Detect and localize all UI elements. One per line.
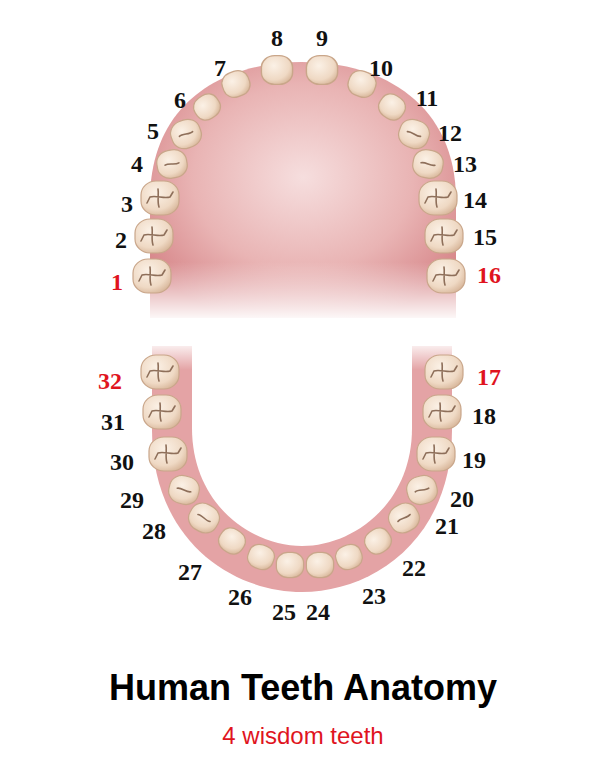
tooth-number: 29 bbox=[120, 488, 144, 512]
diagram-caption: 4 wisdom teeth bbox=[0, 723, 606, 749]
tooth-number: 27 bbox=[178, 560, 202, 584]
tooth-number: 22 bbox=[402, 556, 426, 580]
tooth-number: 18 bbox=[472, 404, 496, 428]
tooth-number: 25 bbox=[272, 600, 296, 624]
tooth-number: 1 bbox=[111, 270, 123, 294]
diagram-title: Human Teeth Anatomy bbox=[0, 668, 606, 708]
tooth-number: 10 bbox=[369, 56, 393, 80]
tooth-number: 16 bbox=[477, 263, 501, 287]
tooth-number: 15 bbox=[473, 225, 497, 249]
tooth-number: 23 bbox=[362, 584, 386, 608]
tooth-number: 24 bbox=[306, 600, 330, 624]
tooth-number: 9 bbox=[316, 26, 328, 50]
tooth-number: 28 bbox=[142, 519, 166, 543]
tooth-number: 31 bbox=[101, 410, 125, 434]
tooth-number: 3 bbox=[121, 192, 133, 216]
tooth-number: 6 bbox=[174, 88, 186, 112]
tooth-number: 4 bbox=[131, 152, 143, 176]
tooth-number: 21 bbox=[435, 514, 459, 538]
tooth-number: 8 bbox=[271, 26, 283, 50]
tooth-number: 13 bbox=[453, 152, 477, 176]
tooth-number: 7 bbox=[214, 56, 226, 80]
tooth-number: 26 bbox=[228, 585, 252, 609]
tooth-number: 12 bbox=[438, 121, 462, 145]
tooth-number: 14 bbox=[463, 188, 487, 212]
tooth-number: 19 bbox=[462, 448, 486, 472]
tooth-number: 11 bbox=[416, 86, 439, 110]
tooth-number: 5 bbox=[147, 119, 159, 143]
tooth-number: 2 bbox=[115, 228, 127, 252]
tooth-number: 20 bbox=[450, 487, 474, 511]
tooth-number: 30 bbox=[110, 450, 134, 474]
tooth-number: 17 bbox=[477, 365, 501, 389]
tooth-number: 32 bbox=[98, 369, 122, 393]
